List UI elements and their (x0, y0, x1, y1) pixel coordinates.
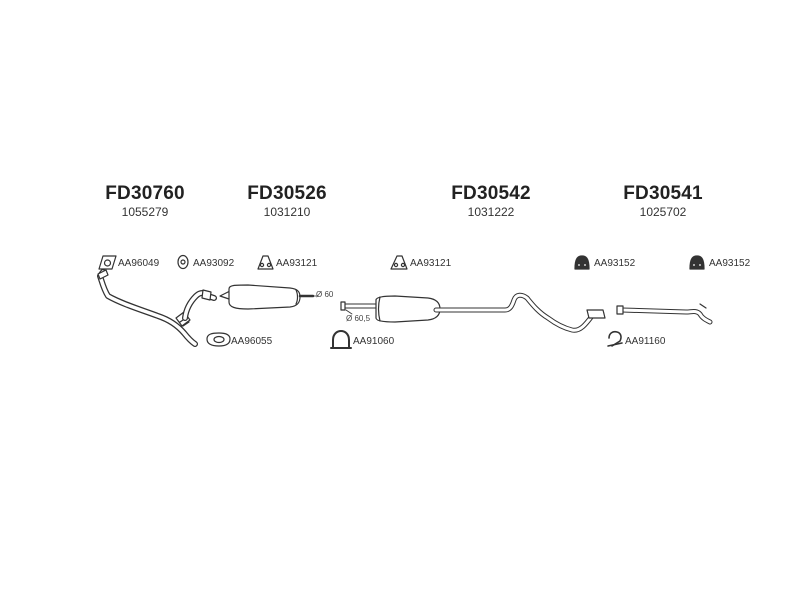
group-code: FD30541 (623, 183, 703, 204)
group-ref: 1055279 (121, 205, 169, 219)
part-label-aa93121: AA93121 (276, 258, 318, 269)
tail-pipe (616, 303, 713, 325)
gasket-triangle-icon (98, 255, 117, 270)
group-header-fd30760: FD30760 1055279 (80, 183, 210, 219)
part-label-aa93152-b: AA93152 (709, 258, 751, 269)
group-code: FD30526 (247, 183, 327, 204)
group-ref: 1025702 (639, 205, 687, 219)
part-label-aa93121-b: AA93121 (410, 258, 452, 269)
front-pipe (97, 269, 198, 347)
group-header-fd30542: FD30542 1031222 (426, 183, 556, 219)
part-label-aa91160: AA91160 (625, 336, 666, 347)
group-header-fd30541: FD30541 1025702 (598, 183, 728, 219)
diameter-label-60: Ø 60 (316, 290, 334, 299)
part-label-aa96049: AA96049 (118, 258, 160, 269)
part-label-aa93152: AA93152 (594, 258, 636, 269)
front-silencer (219, 284, 315, 310)
rubber-hanger-icon (257, 255, 274, 270)
gasket-oval-icon (206, 332, 231, 347)
rubber-hanger-icon (390, 255, 408, 270)
centre-silencer-pipe (340, 292, 606, 333)
rubber-mount-icon (177, 254, 189, 270)
rubber-hanger-icon (689, 255, 705, 270)
intermediate-pipe (182, 289, 217, 321)
dimension-leaders (312, 295, 353, 315)
clamp-icon (607, 330, 623, 347)
group-header-fd30526: FD30526 1031210 (222, 183, 352, 219)
part-label-aa96055: AA96055 (231, 336, 273, 347)
group-code: FD30542 (451, 183, 531, 204)
clamp-icon (330, 330, 352, 349)
group-ref: 1031210 (263, 205, 311, 219)
part-label-aa91060: AA91060 (353, 336, 395, 347)
group-code: FD30760 (105, 183, 185, 204)
rubber-hanger-icon (574, 255, 590, 270)
part-label-aa93092: AA93092 (193, 258, 235, 269)
diameter-label-60-5: Ø 60,5 (346, 314, 371, 323)
group-ref: 1031222 (467, 205, 515, 219)
